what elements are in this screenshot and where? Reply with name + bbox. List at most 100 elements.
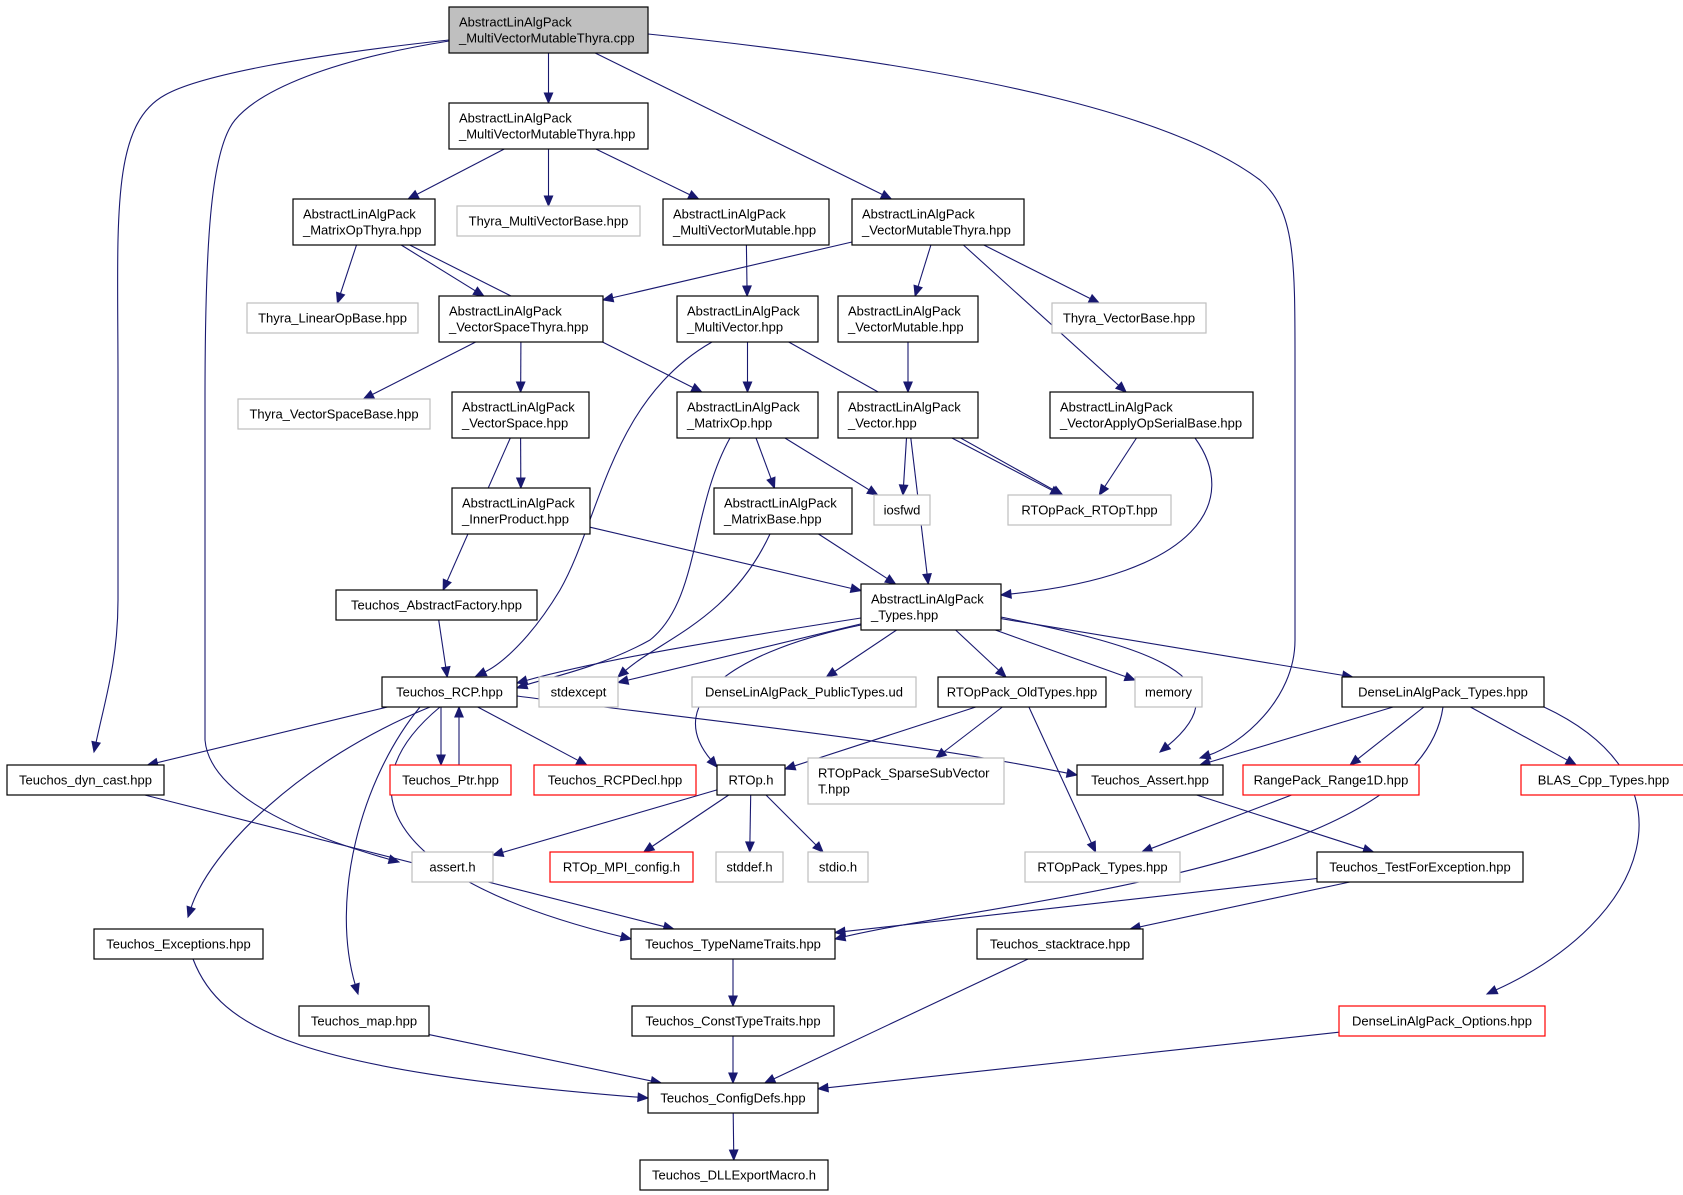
- node-assert-hpp[interactable]: Teuchos_Assert.hpp: [1076, 764, 1224, 796]
- edge-testforexc-to-stacktrace: [1128, 881, 1351, 932]
- node-label: AbstractLinAlgPack: [687, 400, 800, 415]
- node-label: Thyra_LinearOpBase.hpp: [258, 311, 407, 326]
- node-dense-options[interactable]: DenseLinAlgPack_Options.hpp: [1338, 1005, 1546, 1037]
- node-vecapply[interactable]: AbstractLinAlgPack_VectorApplyOpSerialBa…: [1049, 391, 1254, 439]
- node-box: [438, 295, 604, 343]
- edge-line: [995, 629, 1127, 678]
- edge-map-to-configdefs: [428, 1034, 663, 1086]
- node-box: [1007, 494, 1172, 526]
- arrowhead-icon: [515, 477, 526, 490]
- node-label: iosfwd: [884, 503, 921, 518]
- node-dense-public: DenseLinAlgPack_PublicTypes.ud: [691, 676, 917, 708]
- node-rtoptypes: RTOpPack_Types.hpp: [1024, 851, 1181, 883]
- edge-line: [438, 619, 447, 669]
- edge-line: [951, 437, 1054, 492]
- node-dyn-cast[interactable]: Teuchos_dyn_cast.hpp: [6, 764, 165, 796]
- node-oldtypes[interactable]: RTOpPack_OldTypes.hpp: [937, 676, 1107, 708]
- node-ptr[interactable]: Teuchos_Ptr.hpp: [389, 764, 512, 796]
- node-map[interactable]: Teuchos_map.hpp: [298, 1005, 430, 1037]
- edge-line: [963, 244, 1120, 387]
- arrowhead-icon: [922, 572, 932, 586]
- arrowhead-icon: [617, 666, 630, 678]
- edge-matrixopthyra-to-vecspacethyra: [400, 244, 485, 297]
- node-label: AbstractLinAlgPack: [449, 304, 562, 319]
- node-label: RTOpPack_SparseSubVector: [818, 766, 990, 781]
- arrowhead-icon: [1564, 755, 1578, 766]
- edge-configdefs-to-dllexport: [728, 1112, 739, 1162]
- node-box: [246, 302, 419, 334]
- node-mvmutable[interactable]: AbstractLinAlgPack_MultiVectorMutable.hp…: [662, 198, 830, 246]
- edge-rtop_h-to-assert_h: [491, 789, 718, 858]
- node-matrixopthyra[interactable]: AbstractLinAlgPack_MatrixOpThyra.hpp: [292, 198, 436, 246]
- node-matrixop[interactable]: AbstractLinAlgPack_MatrixOp.hpp: [676, 391, 819, 439]
- node-label: AbstractLinAlgPack: [459, 15, 572, 30]
- node-testforexc[interactable]: Teuchos_TestForException.hpp: [1316, 851, 1524, 883]
- edge-line: [204, 40, 450, 861]
- node-box: [549, 851, 694, 883]
- node-label: Thyra_VectorSpaceBase.hpp: [249, 407, 418, 422]
- node-box: [631, 1005, 835, 1037]
- edge-line: [525, 617, 862, 682]
- edge-line: [95, 39, 450, 744]
- edge-rcp-to-map: [345, 706, 421, 996]
- node-rcp[interactable]: Teuchos_RCP.hpp: [381, 676, 518, 708]
- node-label: _MultiVector.hpp: [686, 320, 783, 335]
- node-box: [237, 398, 431, 430]
- edge-rcp-to-rcpdecl: [477, 706, 588, 766]
- node-vecmutthyra[interactable]: AbstractLinAlgPack_VectorMutableThyra.hp…: [851, 198, 1025, 246]
- edge-rcp-to-typenametraits: [390, 706, 633, 942]
- edge-line: [1000, 618, 1344, 677]
- node-consttypetraits[interactable]: Teuchos_ConstTypeTraits.hpp: [631, 1005, 835, 1037]
- node-box: [381, 676, 518, 708]
- node-rtop-h[interactable]: RTOp.h: [716, 764, 786, 796]
- node-vecmutable[interactable]: AbstractLinAlgPack_VectorMutable.hpp: [837, 295, 979, 343]
- node-matrixbase[interactable]: AbstractLinAlgPack_MatrixBase.hpp: [713, 487, 853, 535]
- node-vectorspace[interactable]: AbstractLinAlgPack_VectorSpace.hpp: [451, 391, 590, 439]
- node-box: [716, 764, 786, 796]
- node-exceptions[interactable]: Teuchos_Exceptions.hpp: [93, 928, 264, 960]
- node-innerproduct[interactable]: AbstractLinAlgPack_InnerProduct.hpp: [451, 487, 591, 535]
- node-root[interactable]: AbstractLinAlgPack_MultiVectorMutableThy…: [448, 6, 649, 54]
- edge-line: [1196, 794, 1366, 850]
- node-label: BLAS_Cpp_Types.hpp: [1538, 773, 1670, 788]
- edge-line: [826, 1031, 1340, 1089]
- node-dllexport[interactable]: Teuchos_DLLExportMacro.h: [639, 1159, 829, 1191]
- node-assert-h: assert.h: [411, 851, 494, 883]
- node-box: [715, 851, 784, 883]
- node-label: Teuchos_RCPDecl.hpp: [548, 773, 682, 788]
- node-types[interactable]: AbstractLinAlgPack_Types.hpp: [860, 583, 1002, 631]
- edge-vecapply-to-rtopt: [1098, 437, 1137, 497]
- arrowhead-icon: [619, 931, 633, 942]
- node-mpi-config[interactable]: RTOp_MPI_config.h: [549, 851, 694, 883]
- node-dense-types[interactable]: DenseLinAlgPack_Types.hpp: [1341, 676, 1545, 708]
- node-vector[interactable]: AbstractLinAlgPack_Vector.hpp: [837, 391, 979, 439]
- edge-line: [190, 706, 431, 909]
- node-box: [1316, 851, 1524, 883]
- edge-line: [192, 958, 640, 1098]
- arrowhead-icon: [440, 665, 451, 679]
- node-configdefs[interactable]: Teuchos_ConfigDefs.hpp: [647, 1082, 819, 1114]
- node-box: [1051, 302, 1207, 334]
- node-typenametraits[interactable]: Teuchos_TypeNameTraits.hpp: [630, 928, 836, 960]
- node-abstractfactory[interactable]: Teuchos_AbstractFactory.hpp: [335, 589, 538, 621]
- node-label: Teuchos_stacktrace.hpp: [990, 937, 1130, 952]
- node-stacktrace[interactable]: Teuchos_stacktrace.hpp: [976, 928, 1144, 960]
- nodes-layer: AbstractLinAlgPack_MultiVectorMutableThy…: [6, 6, 1683, 1191]
- node-vecspacethyra[interactable]: AbstractLinAlgPack_VectorSpaceThyra.hpp: [438, 295, 604, 343]
- node-label: Teuchos_dyn_cast.hpp: [19, 773, 152, 788]
- node-blas[interactable]: BLAS_Cpp_Types.hpp: [1520, 764, 1683, 796]
- node-range1d[interactable]: RangePack_Range1D.hpp: [1242, 764, 1420, 796]
- node-label: _MatrixOp.hpp: [686, 416, 772, 431]
- node-box: [630, 928, 836, 960]
- arrowhead-icon: [436, 754, 446, 767]
- arrowhead-icon: [742, 285, 752, 298]
- node-thyra-vsbase: Thyra_VectorSpaceBase.hpp: [237, 398, 431, 430]
- node-rcpdecl[interactable]: Teuchos_RCPDecl.hpp: [533, 764, 697, 796]
- node-multivector[interactable]: AbstractLinAlgPack_MultiVector.hpp: [676, 295, 819, 343]
- node-mvmt-hpp[interactable]: AbstractLinAlgPack_MultiVectorMutableThy…: [448, 102, 649, 150]
- edge-line: [428, 1034, 653, 1082]
- edge-matrixop-to-iosfwd: [784, 437, 879, 496]
- arrowhead-icon: [744, 841, 755, 854]
- arrowhead-icon: [766, 476, 776, 490]
- edge-line: [1009, 437, 1213, 595]
